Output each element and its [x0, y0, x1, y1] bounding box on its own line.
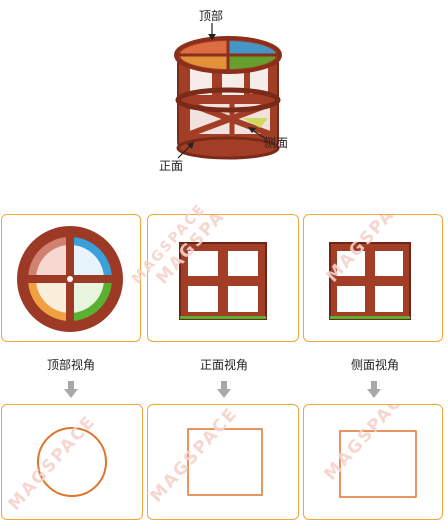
top-pointer-arrow [208, 23, 216, 40]
front-label: 正面 [159, 159, 184, 173]
side-view-caption: 侧面视角 [350, 358, 399, 372]
side-square-outline [339, 430, 417, 498]
circle-outline [37, 427, 107, 497]
top-view-outline-panel: MAGSPACE [1, 404, 143, 520]
side-view-photo [329, 242, 411, 320]
cylinder-model-illustration [150, 0, 310, 180]
front-pointer-arrow [177, 142, 194, 159]
front-square-outline [187, 428, 263, 496]
down-arrow-icon [367, 381, 381, 398]
cylinder-model-image [174, 36, 282, 160]
front-view-outline-panel: MAGSPACE [147, 404, 299, 520]
side-label: 侧面 [264, 136, 289, 150]
front-view-photo-panel: MAGSPACE [147, 214, 299, 342]
front-view-photo [179, 242, 267, 320]
top-label: 顶部 [199, 9, 224, 23]
side-view-photo-panel: MAGSPACE [303, 214, 443, 342]
top-view-photo-panel [1, 214, 141, 342]
down-arrow-icon [217, 381, 231, 398]
front-view-caption: 正面视角 [199, 358, 248, 372]
side-view-outline-panel: MAGSPACE [303, 404, 443, 520]
top-view-photo [17, 226, 123, 332]
down-arrow-icon [64, 381, 78, 398]
top-view-caption: 顶部视角 [46, 358, 95, 372]
side-pointer-arrow [248, 127, 267, 140]
